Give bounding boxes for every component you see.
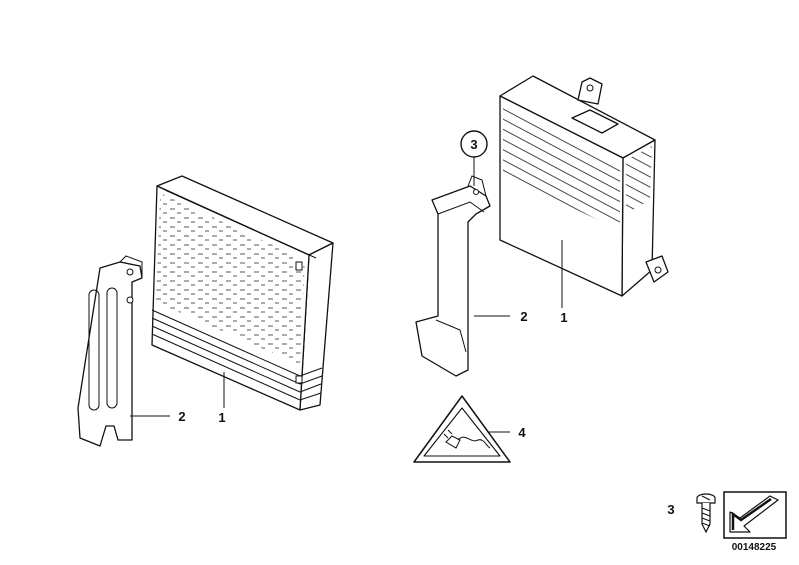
label-bracket-right: 2 xyxy=(520,309,527,324)
bracket-left xyxy=(77,255,143,447)
catalog-number: 00148225 xyxy=(732,542,777,553)
leader-lines xyxy=(130,240,563,433)
warning-triangle-icon xyxy=(413,395,511,463)
legend-screw-number: 3 xyxy=(667,502,674,517)
amplifier-right xyxy=(499,75,669,297)
arrow-stamp-icon xyxy=(723,491,787,539)
screw-icon xyxy=(696,493,716,534)
label-warning: 4 xyxy=(518,425,526,440)
bracket-right xyxy=(415,175,491,377)
screw-callout-number: 3 xyxy=(470,137,477,152)
label-bracket-left: 2 xyxy=(178,409,185,424)
label-amplifier-left: 1 xyxy=(218,410,225,425)
label-amplifier-right: 1 xyxy=(560,310,567,325)
screw-callout: 3 xyxy=(460,130,488,186)
amplifier-left xyxy=(151,175,334,411)
